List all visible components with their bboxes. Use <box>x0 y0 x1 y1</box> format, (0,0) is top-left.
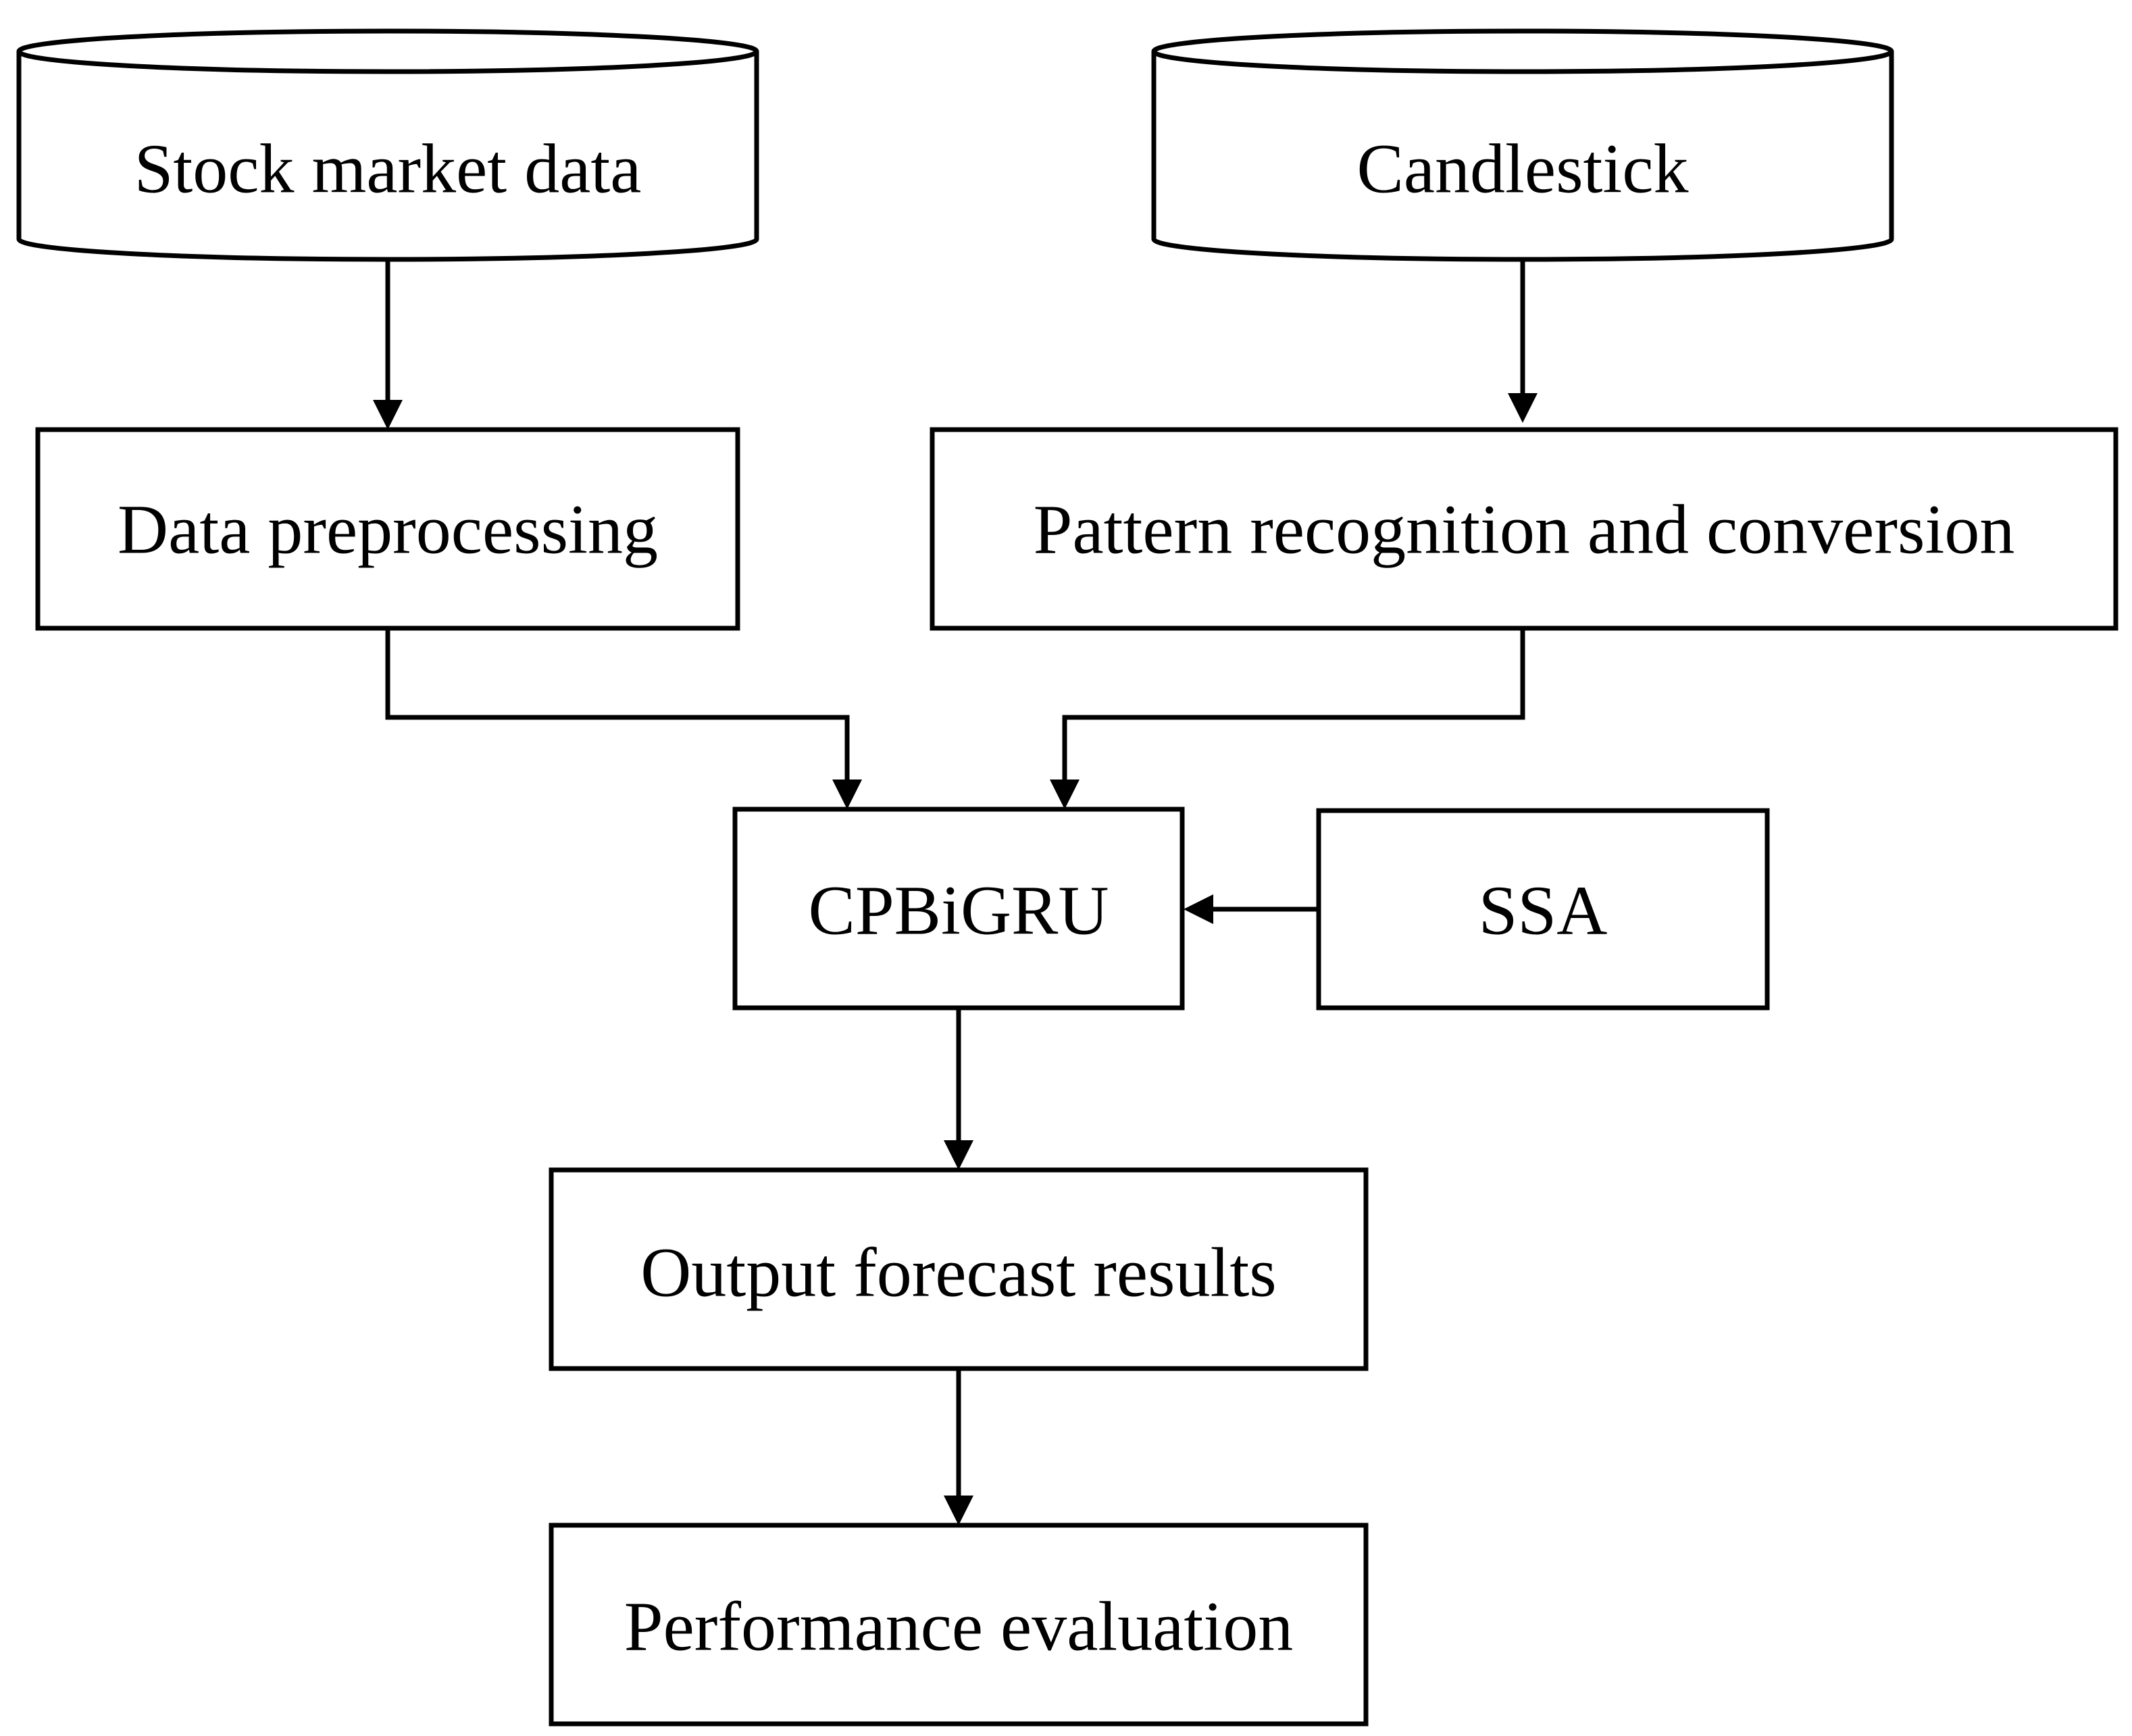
node-output-forecast: Output forecast results <box>549 1167 1369 1371</box>
arrowhead <box>832 780 862 809</box>
edge-preprocessing-to-cpbigru <box>385 628 862 809</box>
edge-ssa-to-cpbigru <box>1184 894 1319 924</box>
arrowhead <box>373 400 403 430</box>
edge-output-to-evaluation <box>944 1369 973 1525</box>
arrowhead <box>1508 393 1538 423</box>
node-stock-market-data: Stock market data <box>16 28 759 262</box>
edge-stock-to-preprocessing <box>373 259 403 430</box>
node-candlestick-label: Candlestick <box>1356 130 1688 208</box>
node-pattern-recognition-label: Pattern recognition and conversion <box>1034 491 2015 569</box>
edge-pattern-to-cpbigru <box>1050 628 1525 809</box>
node-stock-market-data-label: Stock market data <box>134 130 642 208</box>
arrowhead <box>944 1496 973 1525</box>
arrowhead <box>1050 780 1080 809</box>
node-ssa-label: SSA <box>1479 872 1608 950</box>
node-cpbigru: CPBiGRU <box>732 807 1185 1011</box>
node-output-forecast-label: Output forecast results <box>640 1234 1277 1312</box>
node-data-preprocessing-label: Data preprocessing <box>118 491 658 569</box>
arrowhead <box>944 1140 973 1170</box>
edge-cpbigru-to-output <box>944 1008 973 1170</box>
node-performance-evaluation: Performance evaluation <box>549 1523 1369 1727</box>
arrowhead <box>1184 894 1213 924</box>
node-pattern-recognition: Pattern recognition and conversion <box>930 427 2118 631</box>
node-cpbigru-label: CPBiGRU <box>808 872 1109 950</box>
node-data-preprocessing: Data preprocessing <box>35 427 740 631</box>
node-ssa: SSA <box>1316 808 1770 1011</box>
node-performance-evaluation-label: Performance evaluation <box>624 1588 1293 1666</box>
node-candlestick: Candlestick <box>1151 28 1894 262</box>
edge-candlestick-to-pattern <box>1508 259 1538 423</box>
